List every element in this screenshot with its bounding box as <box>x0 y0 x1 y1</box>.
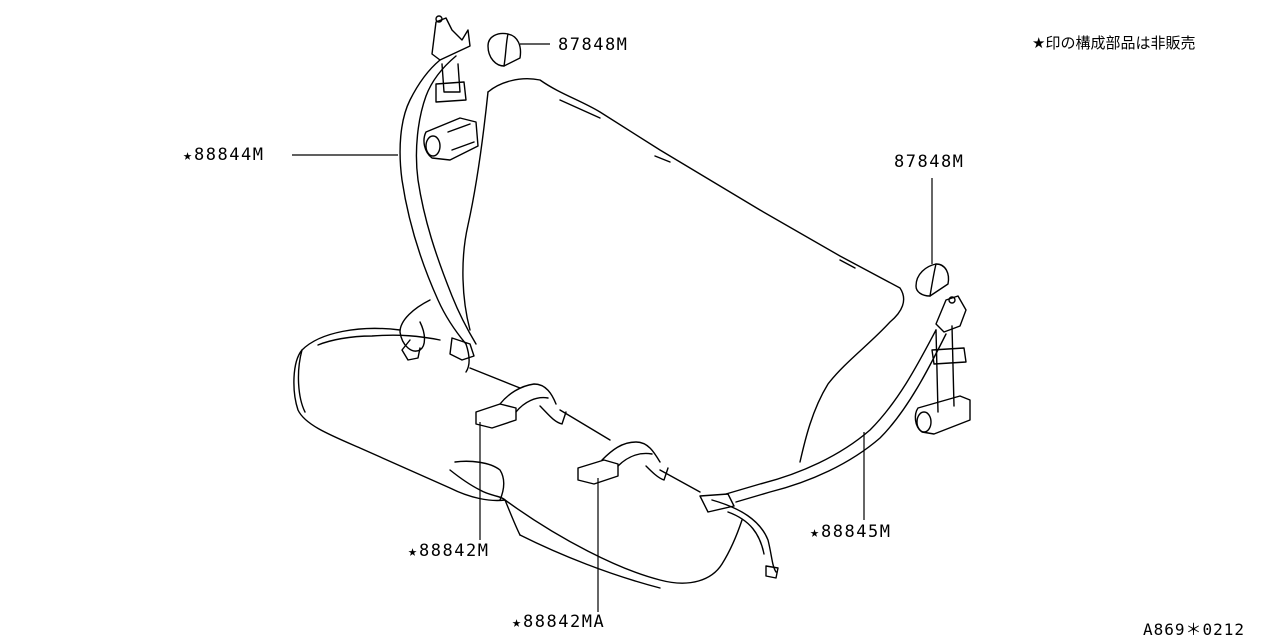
star-icon: ★ <box>408 542 418 560</box>
label-88845m-group: ★88845M <box>810 523 891 541</box>
label-88842ma: 88842MA <box>523 612 606 632</box>
cover-right <box>915 263 950 297</box>
label-87848m-right: 87848M <box>894 152 965 172</box>
star-icon: ★ <box>183 146 193 164</box>
seat-back <box>462 78 905 463</box>
label-88845m: 88845M <box>821 522 892 542</box>
label-88842m-group: ★88842M <box>408 542 489 560</box>
seat-cushion <box>293 327 743 589</box>
leader-lines <box>292 43 933 612</box>
diagram-code: A869＊0212 <box>1143 620 1246 639</box>
cover-top <box>487 32 522 67</box>
not-sold-note: ★印の構成部品は非販売 <box>1032 34 1196 52</box>
label-87848m-top: 87848M <box>558 35 629 55</box>
star-icon: ★ <box>810 523 820 541</box>
star-icon: ★ <box>512 613 522 631</box>
label-88842ma-group: ★88842MA <box>512 613 605 631</box>
right-belt-assembly <box>699 295 971 579</box>
label-88844m-group: ★88844M <box>183 146 264 164</box>
label-88844m: 88844M <box>194 145 265 165</box>
left-belt-assembly <box>399 15 479 373</box>
buckle-88842ma <box>577 441 669 485</box>
label-88842m: 88842M <box>419 541 490 561</box>
buckle-88842m <box>475 383 567 429</box>
